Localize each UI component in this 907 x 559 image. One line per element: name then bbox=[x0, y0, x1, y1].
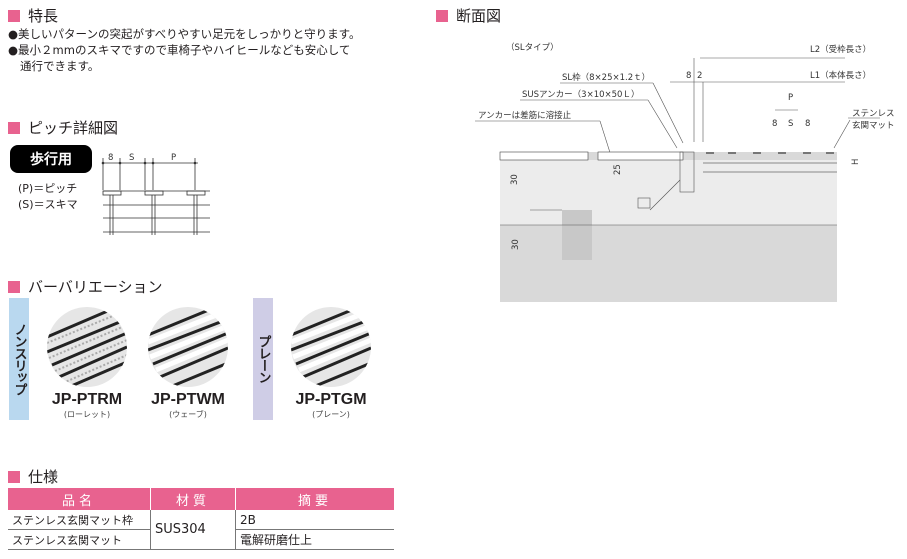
product-code: JP-PTRM bbox=[51, 391, 123, 408]
cell-name: ステンレス玄関マット bbox=[8, 529, 151, 550]
pitch-diagram: 8 S P bbox=[101, 153, 210, 235]
section-marker-icon bbox=[8, 9, 20, 22]
mat-label-2: 玄関マット bbox=[852, 120, 895, 131]
product-code: JP-PTGM bbox=[295, 391, 367, 408]
mat-label-1: ステンレス bbox=[852, 109, 895, 119]
grating-bars bbox=[706, 152, 834, 154]
cell-note: 2B bbox=[235, 510, 394, 530]
dim-8: 8 bbox=[108, 153, 113, 163]
wave-grating-image bbox=[148, 307, 228, 387]
spec-header-row: 品名 材質 摘要 bbox=[8, 488, 394, 510]
table-row: ステンレス玄関マット枠 SUS304 2B bbox=[8, 510, 394, 550]
feature-item: ●美しいパターンの突起がすべりやすい足元をしっかりと守ります。 bbox=[8, 27, 361, 41]
legend-pitch: (P)＝ピッチ bbox=[18, 182, 78, 195]
section-marker-icon bbox=[8, 280, 20, 293]
l2-label: L2（受枠長さ） bbox=[810, 44, 871, 55]
knurled-grating-image bbox=[47, 307, 127, 387]
weld-label: アンカーは差筋に溶接止 bbox=[478, 110, 572, 121]
dim-h-label: H bbox=[851, 159, 861, 165]
header-note: 摘要 bbox=[235, 488, 394, 510]
walking-use-badge: 歩行用 bbox=[10, 145, 92, 173]
nonslip-group-label: ノンスリップ bbox=[9, 298, 29, 420]
section-marker-icon bbox=[436, 9, 448, 22]
variation-heading: バーバリエーション bbox=[8, 276, 163, 297]
legend-gap: (S)＝スキマ bbox=[18, 198, 78, 211]
dim-s-label: S bbox=[788, 119, 793, 129]
cell-name: ステンレス玄関マット枠 bbox=[8, 510, 151, 530]
product-subtitle: (ウェーブ) bbox=[169, 410, 207, 419]
features-heading-text: 特長 bbox=[28, 7, 59, 25]
dim-8c-label: 8 bbox=[805, 119, 810, 129]
dim-s: S bbox=[129, 153, 134, 163]
section-heading: 断面図 bbox=[436, 5, 501, 26]
dim-p-label: P bbox=[788, 93, 793, 103]
product-subtitle: (ローレット) bbox=[63, 410, 111, 419]
header-name: 品名 bbox=[8, 488, 151, 510]
product-jp-ptrm[interactable]: JP-PTRM (ローレット) bbox=[32, 307, 142, 420]
section-marker-icon bbox=[8, 470, 20, 483]
anchor-label: SUSアンカー（3×10×50Ｌ） bbox=[522, 89, 639, 100]
product-code: JP-PTWM bbox=[151, 391, 225, 408]
product-jp-ptwm[interactable]: JP-PTWM (ウェーブ) bbox=[133, 307, 243, 420]
plain-grating-image bbox=[291, 307, 371, 387]
features-list: ●美しいパターンの突起がすべりやすい足元をしっかりと守ります。 ●最小２mmのス… bbox=[8, 26, 361, 74]
cross-section-drawing: （SLタイプ） L2（受枠長さ） L1（本体長さ） SL枠（8×25×1.2ｔ）… bbox=[475, 42, 895, 302]
dim-25-label: 25 bbox=[613, 164, 623, 175]
product-jp-ptgm[interactable]: JP-PTGM (プレーン) bbox=[276, 307, 386, 420]
dim-8-label: 8 bbox=[686, 71, 691, 81]
pitch-legend: (P)＝ピッチ (S)＝スキマ bbox=[18, 181, 78, 213]
spec-table: 品名 材質 摘要 ステンレス玄関マット枠 SUS304 2B ステンレス玄関マッ… bbox=[8, 488, 394, 550]
spec-heading-text: 仕様 bbox=[28, 468, 59, 486]
l1-label: L1（本体長さ） bbox=[810, 70, 871, 81]
feature-item: 通行できます。 bbox=[20, 59, 100, 73]
dim-2-label: 2 bbox=[697, 71, 702, 81]
cell-note: 電解研磨仕上 bbox=[235, 529, 394, 550]
section-marker-icon bbox=[8, 121, 20, 134]
pitch-heading: ピッチ詳細図 bbox=[8, 117, 118, 138]
spec-heading: 仕様 bbox=[8, 466, 58, 487]
section-heading-text: 断面図 bbox=[456, 7, 502, 25]
product-subtitle: (プレーン) bbox=[312, 410, 350, 419]
type-label: （SLタイプ） bbox=[506, 42, 559, 53]
dim-30b-label: 30 bbox=[511, 239, 521, 250]
dim-30a-label: 30 bbox=[510, 174, 520, 185]
feature-item: ●最小２mmのスキマですので車椅子やハイヒールなども安心して bbox=[8, 43, 351, 57]
pitch-heading-text: ピッチ詳細図 bbox=[28, 119, 119, 137]
table-row: ステンレス玄関マット 電解研磨仕上 bbox=[8, 529, 394, 550]
variation-heading-text: バーバリエーション bbox=[28, 278, 163, 296]
dim-p: P bbox=[171, 153, 176, 163]
sl-frame-label: SL枠（8×25×1.2ｔ） bbox=[562, 72, 650, 83]
cell-material: SUS304 bbox=[150, 510, 236, 550]
features-heading: 特長 bbox=[8, 5, 58, 26]
plain-group-label: プレーン bbox=[253, 298, 273, 420]
dim-8b-label: 8 bbox=[772, 119, 777, 129]
header-material: 材質 bbox=[150, 488, 236, 510]
